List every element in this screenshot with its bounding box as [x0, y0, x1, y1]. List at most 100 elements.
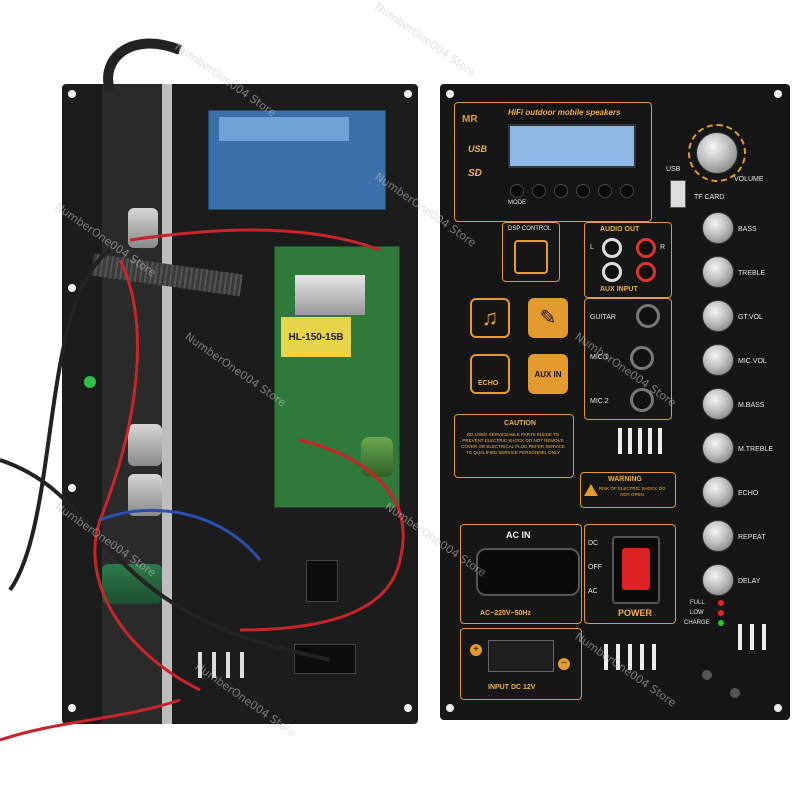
repeat-knob[interactable] [702, 520, 734, 552]
ac-in-label: AC IN [506, 530, 531, 540]
knob-label-bass: BASS [738, 226, 757, 233]
full-led [718, 600, 724, 606]
wiring [0, 38, 405, 742]
mic2-jack[interactable] [630, 388, 654, 412]
next-button[interactable] [598, 184, 612, 198]
aux-in-icon-label: AUX IN [534, 369, 562, 379]
power-label: POWER [618, 608, 653, 618]
volume-knob[interactable] [696, 132, 738, 174]
instrument-input-box [584, 298, 672, 420]
control-panel: HiFi outdoor mobile speakers MR USB SD M… [440, 84, 790, 720]
repeat-button[interactable] [532, 184, 546, 198]
guitar-label: GUITAR [590, 314, 616, 321]
vent-slot [226, 652, 230, 678]
mount-hole [446, 704, 454, 712]
rca-right-label: R [660, 244, 666, 251]
knob-label-delay: DELAY [738, 578, 761, 585]
dc-input-box [460, 628, 582, 700]
ac-socket-rear [306, 560, 338, 602]
vent-slot [750, 624, 754, 650]
vent-slot [648, 428, 652, 454]
usb-port[interactable] [670, 180, 686, 208]
mic1-label: MIC.1 [590, 354, 609, 361]
power-rocker[interactable] [622, 548, 650, 590]
delay-knob[interactable] [702, 564, 734, 596]
power-switch[interactable] [612, 536, 660, 604]
black-wire [0, 458, 331, 662]
aux-in-icon: AUX IN [528, 354, 568, 394]
warning-box [580, 472, 676, 508]
mount-hole [68, 90, 76, 98]
mic-bass-knob[interactable] [702, 388, 734, 420]
warning-title: WARNING [608, 476, 642, 483]
capacitor [128, 208, 158, 248]
audio-out-right-jack[interactable] [636, 238, 656, 258]
aux-input-label: AUX INPUT [600, 286, 638, 293]
screw [730, 688, 740, 698]
screw [702, 670, 712, 680]
amplifier-board: HL-150-15B [62, 84, 418, 724]
play-pause-button[interactable] [576, 184, 590, 198]
vent-slot [628, 428, 632, 454]
psu-heatsink [295, 275, 365, 315]
echo-icon-label: ECHO [478, 380, 499, 387]
vent-slot [240, 652, 244, 678]
ac-in-box [460, 524, 582, 624]
treble-knob[interactable] [702, 256, 734, 288]
mode-button[interactable] [510, 184, 524, 198]
ac-power-socket[interactable] [476, 548, 580, 596]
microphone-icon: ✎ [528, 298, 568, 338]
mic-treble-knob[interactable] [702, 432, 734, 464]
dsp-icon [514, 240, 548, 274]
warning-triangle-icon [584, 484, 598, 496]
mode-label: MODE [508, 200, 526, 206]
mount-hole [446, 90, 454, 98]
mic-volume-knob[interactable] [702, 344, 734, 376]
lcd-module [219, 117, 349, 141]
caution-text: NO USER SERVICEABLE PARTS INSIDE TO PREV… [461, 432, 565, 455]
psu-model-label: HL-150-15B [288, 331, 344, 343]
prev-button[interactable] [554, 184, 568, 198]
mic2-label: MIC.2 [590, 398, 609, 405]
skip-button[interactable] [620, 184, 634, 198]
aux-in-right-jack[interactable] [636, 262, 656, 282]
usb-logo: USB [468, 144, 488, 154]
blue-wire [99, 508, 262, 561]
panel-title: HiFi outdoor mobile speakers [508, 108, 621, 117]
input-dc-label: INPUT DC 12V [488, 684, 536, 691]
ac-rating-label: AC~220V~50Hz [480, 610, 531, 617]
bass-knob[interactable] [702, 212, 734, 244]
aux-in-left-jack[interactable] [602, 262, 622, 282]
guitar-jack[interactable] [636, 304, 660, 328]
charge-led [718, 620, 724, 626]
knob-label-treble: TREBLE [738, 270, 766, 277]
audio-out-left-jack[interactable] [602, 238, 622, 258]
mount-hole [404, 704, 412, 712]
power-switch-box [584, 524, 676, 624]
vent-slot [738, 624, 742, 650]
full-label: FULL [690, 600, 705, 606]
vent-slot [640, 644, 644, 670]
vent-slot [212, 652, 216, 678]
mount-hole [68, 284, 76, 292]
sd-logo: SD [468, 168, 482, 179]
vent-slot [638, 428, 642, 454]
mic1-jack[interactable] [630, 346, 654, 370]
echo-knob[interactable] [702, 476, 734, 508]
vent-slot [762, 624, 766, 650]
low-led [718, 610, 724, 616]
heatsink-bar [162, 84, 172, 724]
red-wire [129, 228, 381, 252]
audio-io-box [584, 222, 672, 298]
transformer: HL-150-15B [281, 317, 351, 357]
knob-label-repeat: REPEAT [738, 534, 766, 541]
red-wire [0, 698, 181, 742]
caution-title: CAUTION [504, 420, 536, 427]
volume-scale [688, 124, 746, 182]
knob-label-m-treble: M.TREBLE [738, 446, 774, 453]
ac-label: AC [588, 588, 598, 595]
off-label: OFF [588, 564, 602, 571]
vent-slot [198, 652, 202, 678]
guitar-volume-knob[interactable] [702, 300, 734, 332]
dc-terminal[interactable] [488, 640, 554, 672]
